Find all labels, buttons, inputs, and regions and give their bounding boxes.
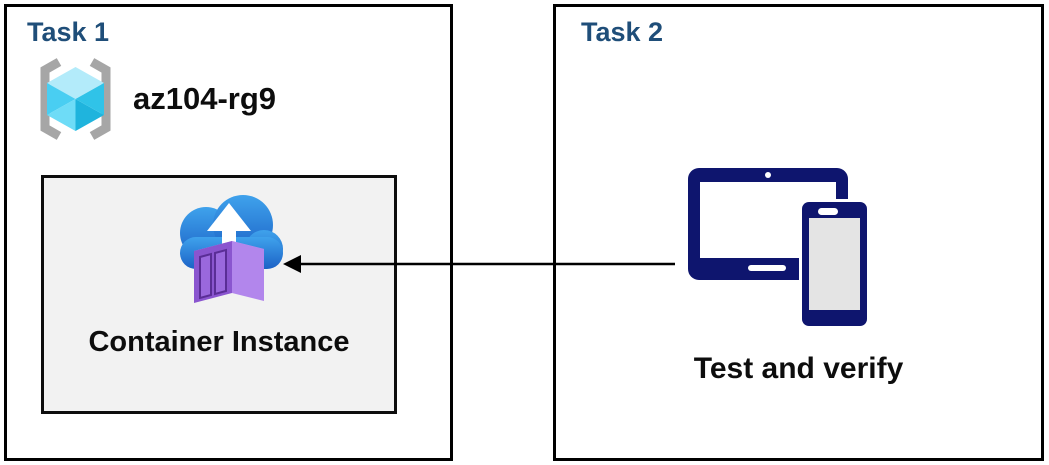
task2-title: Task 2 (581, 17, 664, 47)
test-and-verify-label: Test and verify (693, 352, 904, 385)
resource-group: az104-rg9 (28, 55, 276, 143)
resource-group-icon (40, 58, 111, 140)
task2-box: Task 2 Test and verify (553, 4, 1044, 461)
task1-title: Task 1 (27, 17, 110, 47)
container-instance-label: Container Instance (88, 326, 350, 358)
container-instance-icon (180, 195, 283, 303)
devices-icon (688, 168, 870, 329)
task1-box: Task 1 az104-rg9 (4, 4, 453, 461)
container-instance-box: Container Instance (41, 175, 397, 414)
connector-arrow (283, 255, 675, 273)
resource-group-name: az104-rg9 (133, 81, 277, 116)
